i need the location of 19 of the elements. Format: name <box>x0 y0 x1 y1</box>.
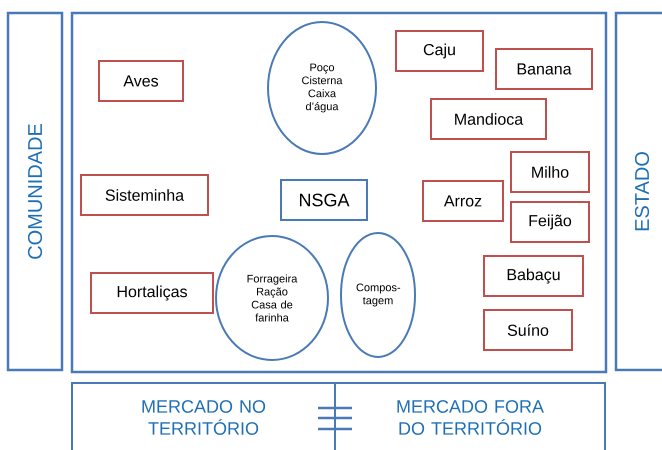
item-box: Feijão <box>510 201 590 243</box>
item-box: Caju <box>395 30 484 72</box>
item-box: Banana <box>495 48 593 90</box>
item-box: Aves <box>98 60 184 102</box>
ellipse-node: Forrageira Ração Casa de farinha <box>215 235 329 361</box>
item-box: Milho <box>510 151 590 193</box>
ellipse-node: Compos-tagem <box>340 232 416 358</box>
item-box: Sisteminha <box>80 174 209 216</box>
item-box: Suíno <box>483 309 573 351</box>
item-box: Babaçu <box>483 255 584 297</box>
side-band: COMUNIDADE <box>6 12 64 372</box>
item-box: Mandioca <box>430 98 547 140</box>
market-box: MERCADO NO TERRITÓRIO <box>71 382 336 450</box>
center-box: NSGA <box>280 179 368 221</box>
market-box: MERCADO FORA DO TERRITÓRIO <box>334 382 606 450</box>
item-box: Hortaliças <box>90 272 214 314</box>
item-box: Arroz <box>422 180 504 222</box>
side-band: ESTADO <box>614 12 662 372</box>
ellipse-node: Poço Cisterna Caixa d’água <box>267 21 377 155</box>
